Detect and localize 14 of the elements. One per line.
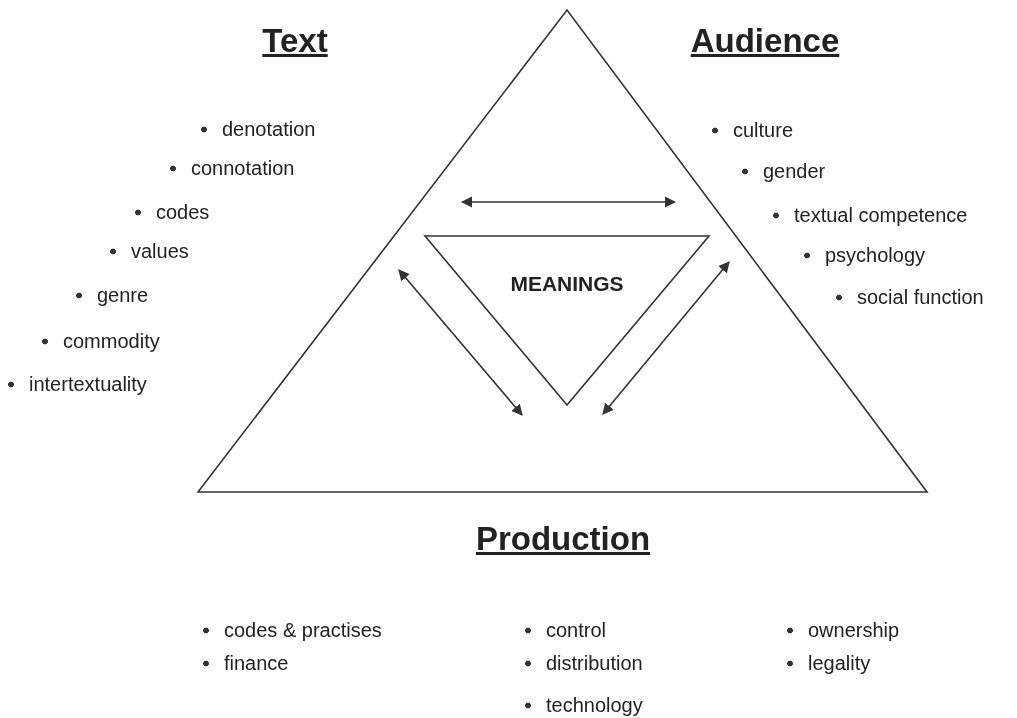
- bullet-item: technology: [524, 694, 643, 717]
- bullet-item: commodity: [41, 330, 160, 353]
- section-heading: Production: [475, 520, 651, 558]
- bullet-item: intertextuality: [7, 373, 147, 396]
- bullet-item: textual competence: [772, 204, 968, 227]
- bullet-item: ownership: [786, 619, 900, 642]
- bullet-item: codes & practises: [202, 619, 382, 642]
- bullet-item: psychology: [803, 244, 926, 267]
- bullet-item: legality: [786, 652, 871, 675]
- section-heading: Audience: [690, 22, 840, 60]
- section-heading: Text: [262, 22, 328, 60]
- triangle-label: MEANINGS: [510, 272, 624, 296]
- inverted-triangle: [425, 236, 709, 405]
- bullet-item: gender: [741, 160, 826, 183]
